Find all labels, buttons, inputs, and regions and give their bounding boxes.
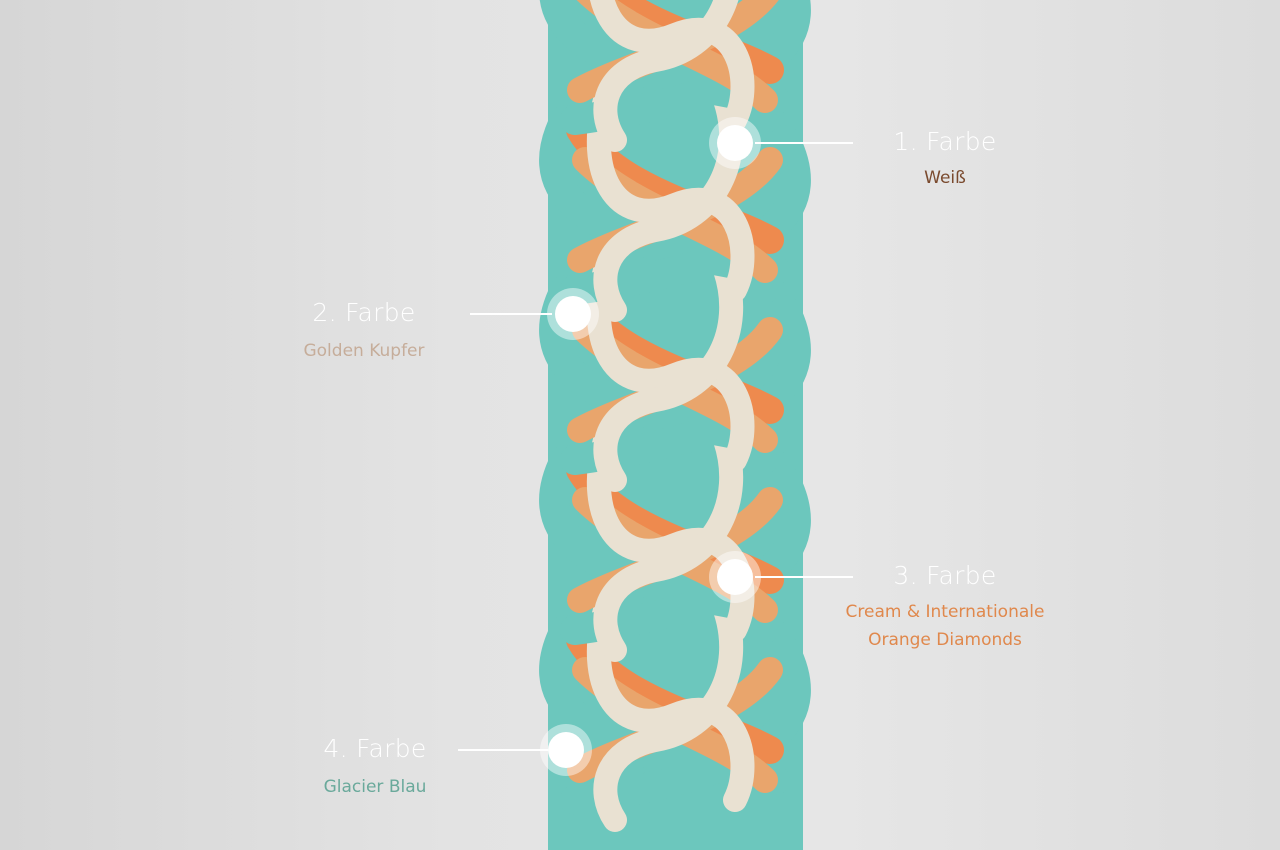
marker-dot-3[interactable]	[717, 559, 753, 595]
subtitle-line: Orange Diamonds	[868, 630, 1022, 650]
annotation-subtitle: Glacier Blau	[323, 777, 427, 797]
cream-strand	[593, 428, 744, 662]
annotation-title: 4. Farbe	[323, 734, 427, 763]
annotation-1: 1. Farbe Weiß	[795, 127, 1095, 192]
cream-strand	[593, 0, 739, 152]
annotation-2: 2. Farbe Golden Kupfer	[214, 298, 514, 365]
marker-dot-4[interactable]	[548, 732, 584, 768]
annotation-title: 3. Farbe	[893, 561, 997, 590]
cream-strand	[586, 88, 755, 302]
marker-dot-2[interactable]	[555, 296, 591, 332]
cream-strand	[586, 258, 755, 472]
annotation-4: 4. Farbe Glacier Blau	[225, 734, 525, 801]
annotation-subtitle: Weiß	[924, 168, 966, 188]
annotation-subtitle: Cream & Internationale Orange Diamonds	[795, 598, 1095, 654]
pointer-line-2	[470, 313, 552, 315]
pointer-line-4	[458, 749, 548, 751]
annotation-subtitle: Golden Kupfer	[303, 341, 425, 361]
annotation-3: 3. Farbe Cream & Internationale Orange D…	[795, 561, 1095, 654]
cream-strand	[590, 0, 755, 132]
cream-strand	[593, 258, 744, 492]
annotation-title: 1. Farbe	[893, 127, 997, 156]
annotation-title: 2. Farbe	[312, 298, 416, 327]
pointer-line-3	[755, 576, 853, 578]
marker-dot-1[interactable]	[717, 125, 753, 161]
subtitle-line: Cream & Internationale	[845, 602, 1045, 622]
cream-strand	[593, 598, 744, 832]
pointer-line-1	[755, 142, 853, 144]
cream-strand	[586, 598, 755, 812]
